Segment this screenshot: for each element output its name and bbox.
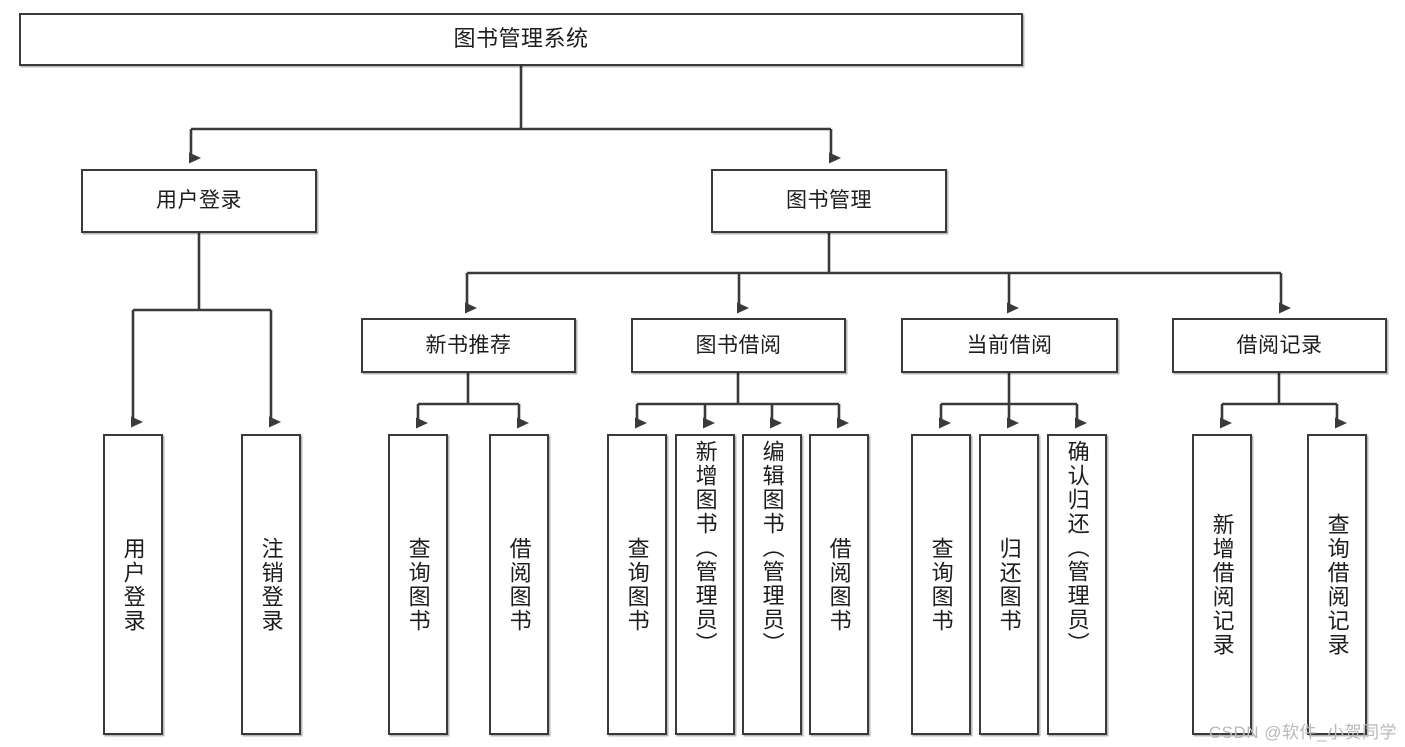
leaf-new-book-query[interactable]: 查询图书 [388,434,448,735]
leaf-current-borrow-query[interactable]: 查询图书 [911,434,971,735]
leaf-book-borrow-query[interactable]: 查询图书 [607,434,667,735]
node-label: 确认归还（管理员） [1064,440,1090,656]
node-label: 用户登录 [120,536,146,633]
watermark: CSDN @软件_小贺同学 [1208,723,1397,742]
node-label: 借阅记录 [1236,333,1323,357]
node-label: 查询借阅记录 [1324,512,1350,657]
node-borrow-record[interactable]: 借阅记录 [1172,318,1387,373]
node-label: 图书管理系统 [453,26,589,52]
node-label: 编辑图书（管理员） [759,440,785,656]
node-label: 新增图书（管理员） [692,440,718,656]
node-label: 新增借阅记录 [1209,512,1235,657]
node-label: 新书推荐 [425,333,512,357]
node-label: 借阅图书 [506,536,532,633]
node-book-management[interactable]: 图书管理 [711,169,947,233]
node-current-borrow[interactable]: 当前借阅 [901,318,1118,373]
node-label: 查询图书 [405,536,431,633]
node-new-book-recommend[interactable]: 新书推荐 [361,318,576,373]
leaf-borrow-record-add[interactable]: 新增借阅记录 [1192,434,1252,735]
leaf-book-borrow-borrow[interactable]: 借阅图书 [809,434,869,735]
node-label: 注销登录 [258,536,284,633]
node-book-borrow[interactable]: 图书借阅 [631,318,846,373]
node-label: 查询图书 [928,536,954,633]
node-user-login[interactable]: 用户登录 [81,169,317,233]
node-label: 图书借阅 [695,333,782,357]
node-label: 用户登录 [156,189,242,213]
node-label: 归还图书 [996,536,1022,633]
leaf-new-book-borrow[interactable]: 借阅图书 [489,434,549,735]
leaf-book-borrow-add[interactable]: 新增图书（管理员） [675,434,735,735]
node-label: 查询图书 [624,536,650,633]
leaf-current-borrow-return[interactable]: 归还图书 [979,434,1039,735]
leaf-user-login-logout[interactable]: 注销登录 [241,434,301,735]
node-root-system[interactable]: 图书管理系统 [19,13,1023,66]
leaf-book-borrow-edit[interactable]: 编辑图书（管理员） [742,434,802,735]
node-label: 当前借阅 [966,333,1053,357]
leaf-borrow-record-query[interactable]: 查询借阅记录 [1307,434,1367,735]
leaf-user-login-login[interactable]: 用户登录 [103,434,163,735]
node-label: 图书管理 [786,189,872,213]
leaf-current-borrow-confirm-return[interactable]: 确认归还（管理员） [1047,434,1107,735]
node-label: 借阅图书 [826,536,852,633]
